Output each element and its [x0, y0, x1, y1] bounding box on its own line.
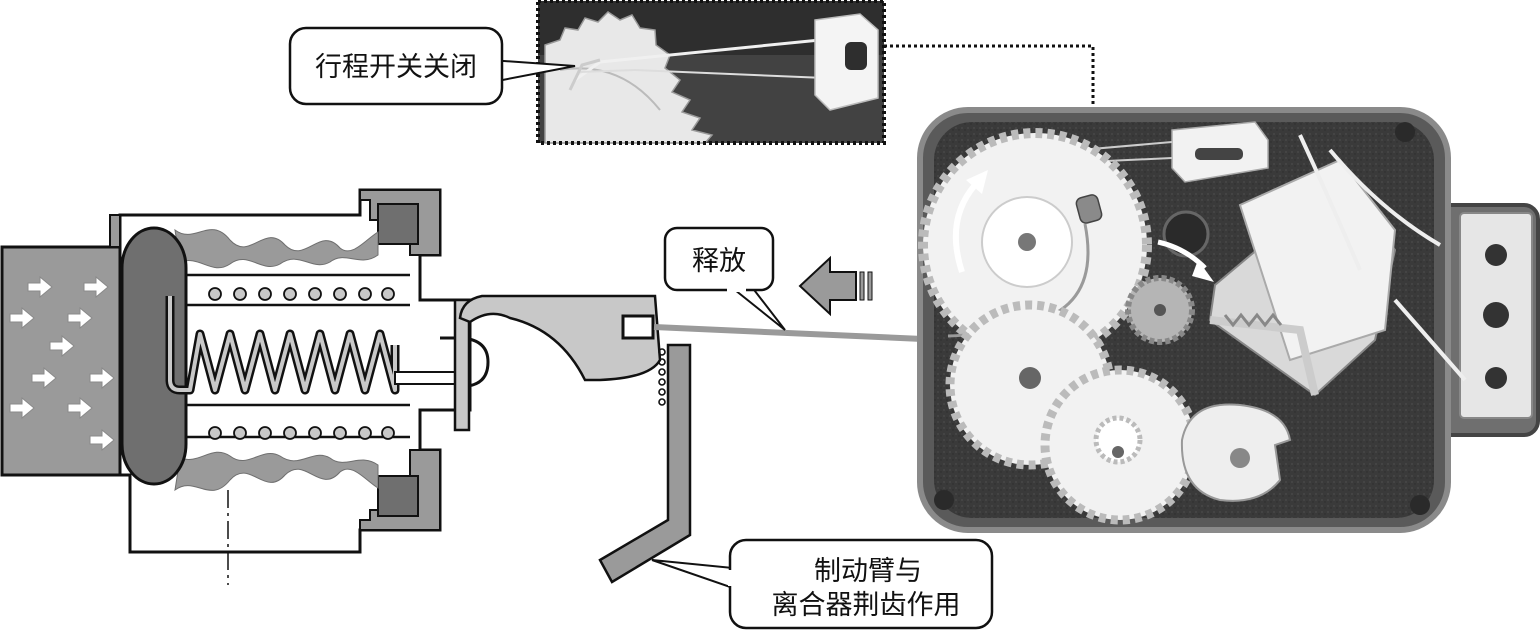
rod-end-plate [453, 298, 471, 432]
latch-lever [458, 294, 662, 382]
diaphragm-fold-bottom [174, 451, 379, 492]
release-label: 释放 [692, 246, 746, 277]
brake-arm [598, 343, 692, 584]
ball-bearings [208, 287, 395, 440]
brake-label-line2: 离合器荆齿作用 [772, 590, 961, 621]
air-flow-arrows [9, 275, 115, 452]
return-spring [168, 296, 397, 392]
diaphragm-actuator [0, 188, 490, 585]
release-cable [653, 324, 946, 343]
callout-box [288, 26, 504, 106]
inset-frame [536, 0, 886, 145]
callout-box [663, 226, 775, 292]
solenoid [1208, 134, 1467, 397]
diaphragm-plate [120, 226, 188, 486]
right-arrow-icon [83, 275, 109, 299]
limit-switch-inset [536, 0, 886, 145]
right-arrow-icon [9, 396, 35, 420]
callout-limit-switch: 行程开关关闭 [288, 26, 576, 106]
diaphragm-fold-top [174, 228, 379, 269]
latch-mechanism [458, 255, 946, 584]
right-arrow-icon [31, 366, 57, 390]
actuator-housing-photo [917, 107, 1540, 533]
clockwise-arrow-icon [952, 183, 978, 273]
right-arrow-icon [89, 428, 115, 452]
curved-arrow-icon [1157, 239, 1207, 270]
right-arrow-icon [49, 334, 75, 358]
inset-gear [544, 11, 714, 144]
callout-brake-arm: 制动臂与 离合器荆齿作用 [651, 538, 994, 630]
right-arrow-icon [67, 396, 93, 420]
right-arrow-icon [27, 275, 53, 299]
right-arrow-icon [67, 306, 93, 330]
brake-label-line1: 制动臂与 [814, 556, 922, 587]
latch-window [621, 314, 655, 340]
left-arrow-icon [798, 255, 873, 317]
right-arrow-icon [89, 366, 115, 390]
right-arrow-icon [9, 306, 35, 330]
limit-switch-label: 行程开关关闭 [315, 52, 477, 83]
callout-release: 释放 [663, 226, 786, 331]
